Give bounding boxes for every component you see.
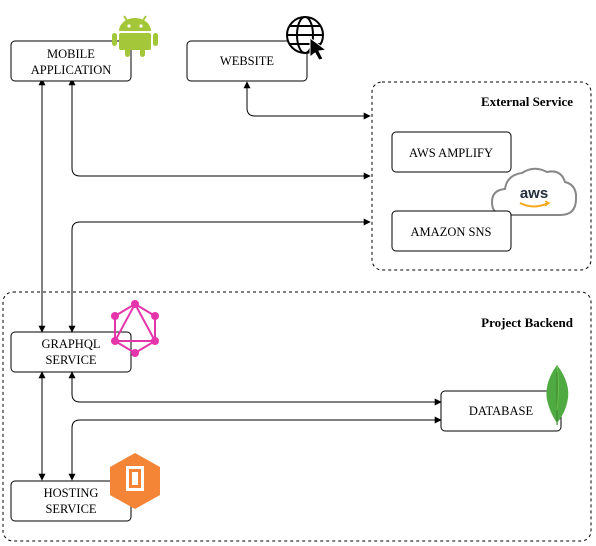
edge-website-external: [243, 81, 371, 120]
mobile-application-line1: MOBILE: [47, 47, 95, 61]
aws-logo-text: aws: [520, 185, 548, 202]
database-node[interactable]: DATABASE: [440, 390, 562, 432]
aws-amplify-label: AWS AMPLIFY: [409, 146, 493, 160]
graphql-service-line2: SERVICE: [45, 353, 96, 367]
hosting-service-line1: HOSTING: [44, 486, 99, 500]
website-node[interactable]: WEBSITE: [186, 40, 308, 82]
edge-hosting-database: [68, 416, 442, 481]
graphql-icon: [111, 300, 159, 357]
mongodb-leaf-icon: [546, 364, 569, 425]
globe-cursor-icon: [286, 16, 328, 61]
edge-graphql-sns: [68, 218, 371, 333]
graphql-service-node[interactable]: GRAPHQL SERVICE: [10, 331, 132, 373]
mobile-application-line2: APPLICATION: [31, 63, 112, 77]
mobile-application-node[interactable]: MOBILE APPLICATION: [10, 40, 132, 82]
edge-graphql-database: [68, 371, 442, 406]
aws-amplify-node[interactable]: AWS AMPLIFY: [391, 131, 512, 173]
external-service-label: External Service: [481, 94, 573, 109]
edge-mobile-amplify: [68, 78, 371, 180]
graphql-service-line1: GRAPHQL: [41, 337, 100, 351]
amazon-sns-label: AMAZON SNS: [411, 225, 492, 239]
database-label: DATABASE: [469, 404, 534, 418]
android-icon: [112, 15, 158, 57]
hosting-service-line2: SERVICE: [45, 502, 96, 516]
website-label: WEBSITE: [220, 54, 275, 68]
aws-amplify-hexagon-icon: [110, 453, 160, 509]
external-service-group: External Service: [371, 81, 592, 271]
project-backend-label: Project Backend: [481, 315, 574, 330]
aws-cloud-icon: aws: [490, 167, 578, 216]
connectors: [38, 78, 442, 481]
amazon-sns-node[interactable]: AMAZON SNS: [391, 210, 512, 252]
